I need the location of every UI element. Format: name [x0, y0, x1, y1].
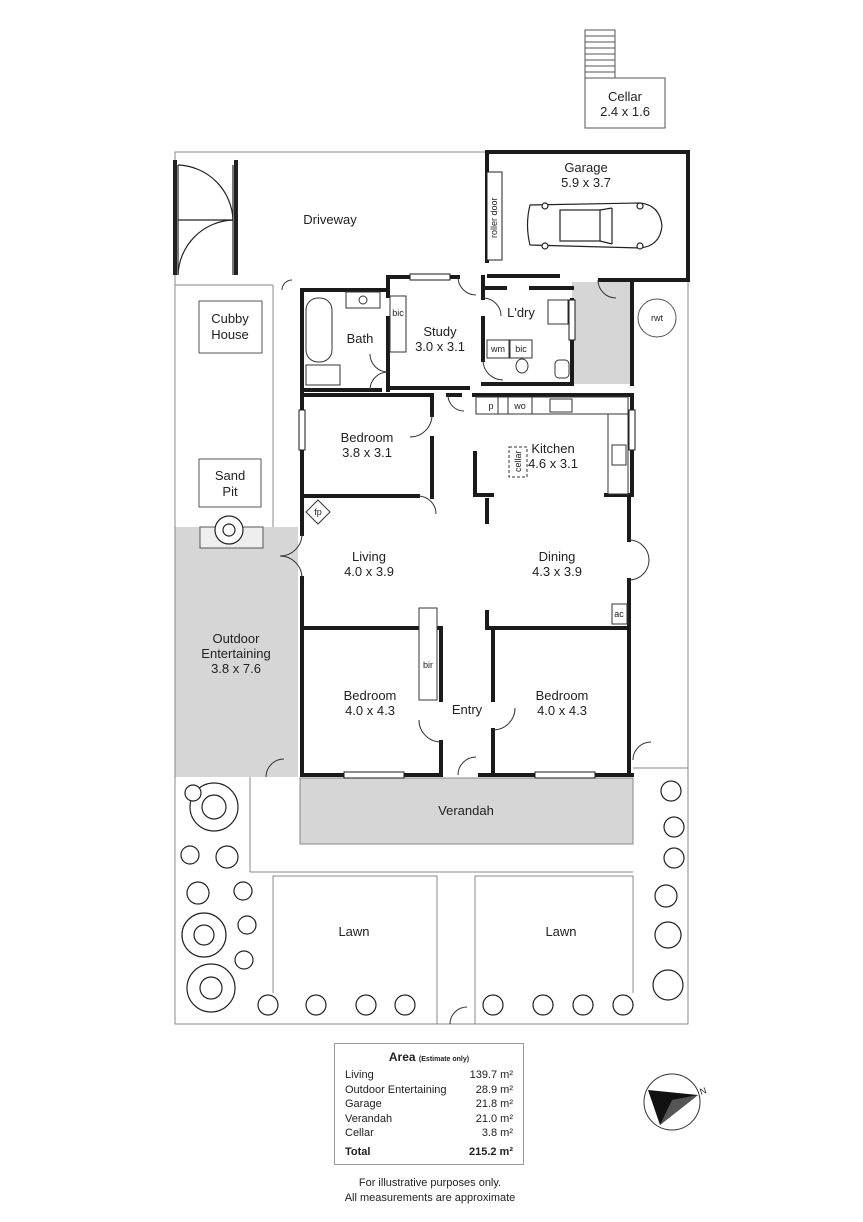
area-total-label: Total — [345, 1145, 371, 1158]
area-row-value: 21.0 m² — [475, 1112, 513, 1125]
area-row-label: Outdoor Entertaining — [345, 1083, 447, 1096]
pantry-label: p — [488, 401, 493, 411]
area-row: Garage 21.8 m² — [345, 1097, 513, 1112]
area-row-value: 28.9 m² — [475, 1083, 513, 1096]
lawn-borders — [272, 875, 634, 1024]
outdoor-line1: Outdoor — [213, 631, 261, 646]
wall-oven-label: wo — [513, 401, 526, 411]
built-in-robe — [418, 607, 438, 701]
cellar-size: 2.4 x 1.6 — [600, 104, 650, 119]
area-row: Cellar 3.8 m² — [345, 1126, 513, 1141]
bath-bic-label: bic — [392, 308, 404, 318]
area-row: Outdoor Entertaining 28.9 m² — [345, 1083, 513, 1098]
cubby-house-line2: House — [211, 327, 249, 342]
lawn-left-label: Lawn — [338, 924, 369, 939]
verandah-label: Verandah — [438, 803, 494, 818]
area-rows: Living 139.7 m² Outdoor Entertaining 28.9 m… — [345, 1068, 513, 1141]
car-icon — [526, 202, 663, 250]
laundry-fixtures — [486, 299, 570, 379]
shrubs — [180, 515, 685, 1016]
kitchen-label: Kitchen — [531, 441, 574, 456]
bedroom-top-label: Bedroom — [341, 430, 394, 445]
area-total-row: Total 215.2 m² — [345, 1145, 513, 1160]
bedroom-left-label: Bedroom — [344, 688, 397, 703]
area-row-label: Living — [345, 1069, 374, 1081]
outdoor-line2: Entertaining — [201, 646, 270, 661]
study-size: 3.0 x 3.1 — [415, 339, 465, 354]
fp-label: fp — [314, 507, 322, 517]
side-path-area — [572, 282, 632, 384]
cellar-stairs — [584, 29, 616, 79]
cellar-label: Cellar — [608, 89, 643, 104]
bedroom-left-size: 4.0 x 4.3 — [345, 703, 395, 718]
dining-label: Dining — [539, 549, 576, 564]
windows — [298, 273, 636, 779]
area-row-value: 21.8 m² — [475, 1098, 513, 1110]
area-row-value: 139.7 m² — [469, 1069, 513, 1081]
cellar-hatch-label: cellar — [513, 450, 523, 472]
area-row-label: Cellar — [345, 1127, 374, 1139]
kitchen-benches — [475, 396, 629, 495]
cubby-house-line1: Cubby — [211, 311, 249, 326]
living-size: 4.0 x 3.9 — [344, 564, 394, 579]
fireplace — [305, 499, 331, 525]
sand-pit-line1: Sand — [215, 468, 245, 483]
living-label: Living — [352, 549, 386, 564]
garage-label: Garage — [564, 160, 607, 175]
rwt-label: rwt — [651, 313, 663, 323]
ac-label: ac — [614, 609, 624, 619]
area-title: Area (Estimate only) — [345, 1050, 513, 1064]
disclaimer: For illustrative purposes only. All meas… — [280, 1176, 580, 1206]
sand-pit — [198, 458, 262, 508]
area-title-note: (Estimate only) — [418, 1056, 470, 1063]
roller-door — [486, 171, 503, 261]
cubby-house — [198, 300, 263, 354]
area-row-value: 3.8 m² — [481, 1127, 513, 1139]
bedroom-top-size: 3.8 x 3.1 — [342, 445, 392, 460]
entry-label: Entry — [452, 702, 483, 717]
cellar-room — [584, 77, 666, 129]
roller-door-label: roller door — [489, 197, 499, 238]
bedroom-right-label: Bedroom — [536, 688, 589, 703]
disclaimer-line1: For illustrative purposes only. — [358, 1177, 502, 1189]
garage-size: 5.9 x 3.7 — [561, 175, 611, 190]
bedroom-right-size: 4.0 x 4.3 — [537, 703, 587, 718]
area-summary-table: Area (Estimate only) Living 139.7 m² Outdo… — [334, 1043, 524, 1165]
dining-size: 4.3 x 3.9 — [532, 564, 582, 579]
door-swings — [265, 276, 652, 1025]
ac-unit — [611, 603, 628, 625]
verandah-area — [299, 777, 634, 845]
sand-pit-line2: Pit — [222, 484, 238, 499]
area-row-label: Verandah — [345, 1112, 393, 1125]
kitchen-size: 4.6 x 3.1 — [528, 456, 578, 471]
area-title-text: Area — [388, 1050, 416, 1064]
outdoor-entertaining-area — [175, 527, 298, 777]
bir-label: bir — [423, 660, 433, 670]
bath-label: Bath — [347, 331, 374, 346]
disclaimer-line2: All measurements are approximate — [344, 1192, 516, 1204]
study-label: Study — [423, 324, 457, 339]
outdoor-size: 3.8 x 7.6 — [211, 661, 261, 676]
compass-label: N — [698, 1085, 708, 1097]
lawn-right-label: Lawn — [545, 924, 576, 939]
area-row-label: Garage — [345, 1098, 382, 1110]
site-boundary — [174, 151, 689, 1025]
wm-label: wm — [490, 344, 505, 354]
area-row: Verandah 21.0 m² — [345, 1112, 513, 1127]
laundry-bic-label: bic — [515, 344, 527, 354]
bath-fixtures — [305, 291, 407, 386]
driveway-label: Driveway — [303, 212, 357, 227]
area-total-value: 215.2 m² — [468, 1145, 513, 1158]
driveway-gates — [173, 160, 238, 276]
compass-icon: N — [643, 1073, 708, 1131]
rainwater-tank — [637, 298, 677, 338]
laundry-label: L'dry — [507, 305, 535, 320]
area-row: Living 139.7 m² — [345, 1068, 513, 1083]
